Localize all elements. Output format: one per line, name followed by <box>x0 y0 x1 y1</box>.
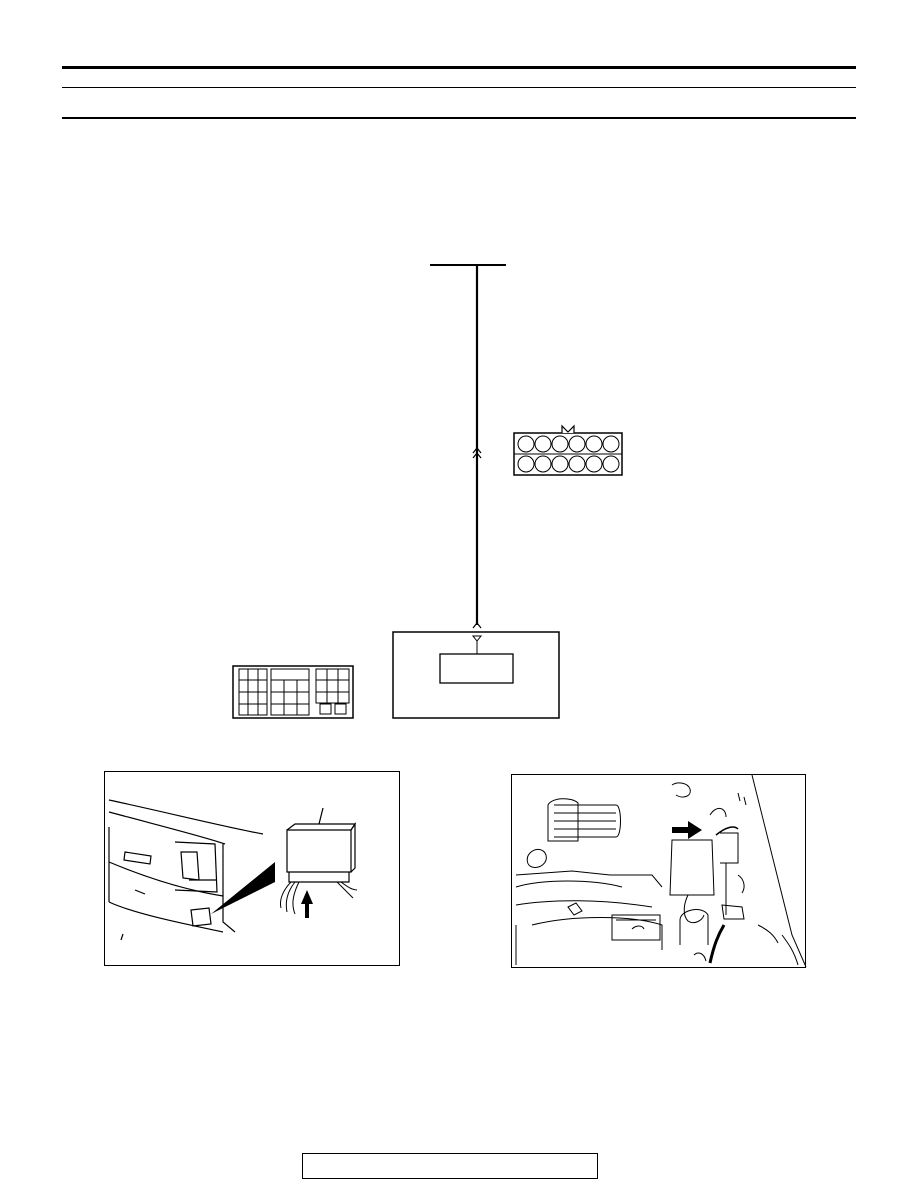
intermediate-connector-symbol <box>472 447 482 459</box>
ecu-box <box>392 631 560 719</box>
ecu-internal-block <box>439 653 514 684</box>
ecu-terminal-marker <box>471 635 483 642</box>
header-rule-bottom <box>62 117 856 119</box>
header-rule-middle <box>62 87 856 88</box>
figure-dashboard-ecu-location <box>104 771 400 966</box>
header-rule-top <box>62 66 856 69</box>
wiring-diagram <box>232 264 623 719</box>
ecu-connector-chevron <box>472 622 482 629</box>
engine-compartment-illustration <box>515 775 807 968</box>
footer-page-label-box <box>302 1153 598 1179</box>
ecu-connector-face <box>232 665 354 719</box>
figure-engine-compartment-location <box>511 774 807 968</box>
dashboard-illustration <box>108 799 358 941</box>
connector-12-pin-face <box>513 424 623 476</box>
